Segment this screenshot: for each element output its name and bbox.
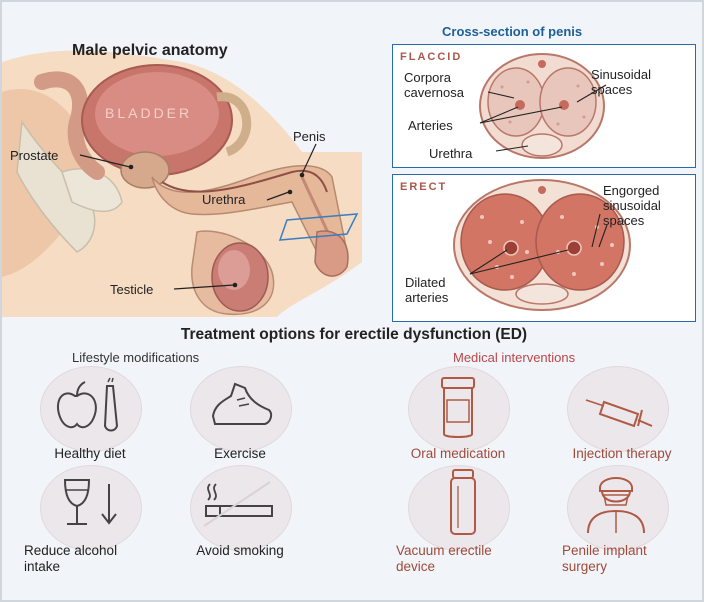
penis-label: Penis xyxy=(293,129,326,144)
healthy-diet-label: Healthy diet xyxy=(54,446,126,461)
vacuum-pump-icon xyxy=(450,469,476,535)
pill-bottle-icon xyxy=(441,377,475,438)
vacuum-device-circle xyxy=(408,465,510,551)
cross-section-title: Cross-section of penis xyxy=(442,24,583,39)
lifestyle-heading: Lifestyle modifications xyxy=(72,350,200,365)
apple-carrot-icon xyxy=(57,377,119,432)
oral-medication-label: Oral medication xyxy=(410,446,506,461)
arteries-label: Arteries xyxy=(408,118,453,133)
wine-glass-down-icon xyxy=(63,479,117,525)
engorged-sinusoidal-label: Engorged sinusoidal spaces xyxy=(603,183,661,228)
running-shoe-icon xyxy=(211,382,273,425)
flaccid-state-label: FLACCID xyxy=(400,51,463,63)
exercise-circle xyxy=(190,366,292,452)
treatment-title: Treatment options for erectile dysfuncti… xyxy=(180,326,528,343)
syringe-icon xyxy=(585,399,653,428)
urethra-section-label: Urethra xyxy=(429,146,473,161)
no-smoking-icon xyxy=(203,481,273,527)
surgeon-icon xyxy=(587,477,645,534)
avoid-smoking-label: Avoid smoking xyxy=(196,543,284,558)
corpora-cavernosa-label: Corpora cavernosa xyxy=(404,70,464,100)
reduce-alcohol-circle xyxy=(40,465,142,551)
testicle-label: Testicle xyxy=(110,282,154,297)
prostate-label: Prostate xyxy=(10,148,59,163)
vacuum-device-label: Vacuum erectile device xyxy=(396,543,492,574)
penile-implant-circle xyxy=(567,465,669,551)
injection-therapy-circle xyxy=(567,366,669,452)
penile-implant-label: Penile implant surgery xyxy=(562,543,647,574)
exercise-label: Exercise xyxy=(214,446,266,461)
erect-state-label: ERECT xyxy=(400,181,448,193)
bladder-label: BLADDER xyxy=(105,105,193,121)
injection-therapy-label: Injection therapy xyxy=(572,446,672,461)
dilated-arteries-label: Dilated arteries xyxy=(405,275,449,305)
reduce-alcohol-label: Reduce alcohol intake xyxy=(24,543,118,574)
medical-heading: Medical interventions xyxy=(453,350,576,365)
sinusoidal-spaces-label: Sinusoidal spaces xyxy=(591,67,651,97)
anatomy-title: Male pelvic anatomy xyxy=(72,42,228,59)
urethra-label: Urethra xyxy=(202,192,246,207)
